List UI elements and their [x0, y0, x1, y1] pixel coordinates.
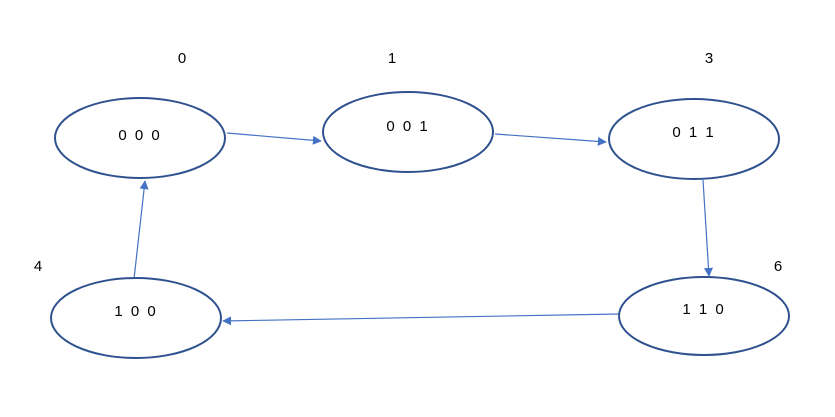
- transition-s1-s3: [494, 133, 607, 146]
- state-s6: 1 1 0 6: [618, 258, 790, 356]
- state-code-label: 1 0 0: [114, 303, 157, 320]
- state-number-label: 0: [178, 50, 186, 67]
- state-s4: 1 0 0 4: [34, 258, 222, 359]
- transitions: [133, 132, 713, 326]
- state-number-label: 3: [705, 50, 713, 67]
- state-node: [322, 91, 494, 173]
- state-number-label: 4: [34, 258, 42, 275]
- state-s1: 0 0 1 1: [322, 50, 494, 173]
- state-code-label: 0 1 1: [672, 124, 715, 141]
- state-number-label: 6: [774, 258, 782, 275]
- transition-s0-s1: [226, 132, 322, 145]
- transition-s6-s4: [222, 313, 620, 326]
- state-node: [608, 98, 780, 180]
- state-s0: 0 0 0 0: [54, 50, 226, 179]
- state-node: [618, 276, 790, 356]
- transition-s3-s6: [702, 179, 713, 277]
- state-code-label: 1 1 0: [682, 301, 725, 318]
- state-node: [50, 277, 222, 359]
- state-number-label: 1: [388, 50, 396, 67]
- state-code-label: 0 0 1: [386, 118, 429, 135]
- transition-s4-s0: [133, 180, 149, 280]
- state-code-label: 0 0 0: [118, 127, 161, 144]
- state-node: [54, 97, 226, 179]
- state-s3: 0 1 1 3: [608, 50, 780, 180]
